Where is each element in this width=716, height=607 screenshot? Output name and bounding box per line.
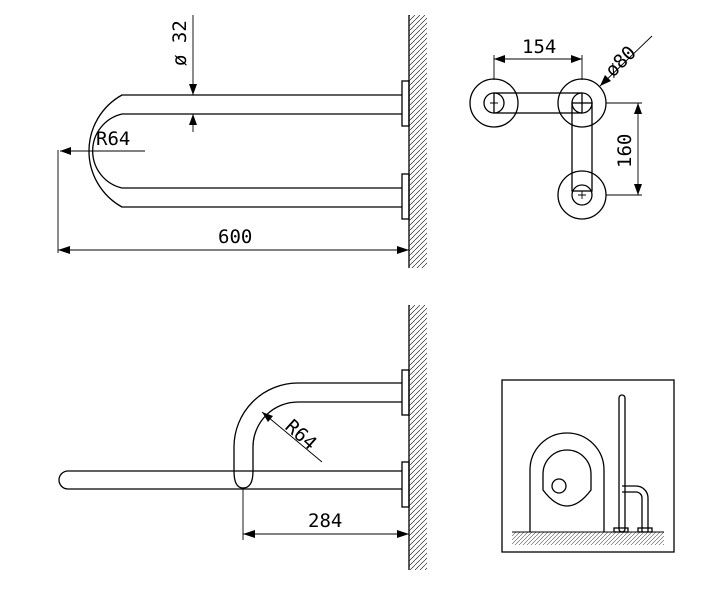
dim-flange-spacing-v-label: 160 <box>614 134 636 168</box>
illustration-frame <box>501 379 675 553</box>
dim-flange-spacing-h-label: 154 <box>522 36 556 58</box>
arrow-icon <box>494 55 505 63</box>
vertical-grab-bar-icon <box>618 394 626 533</box>
arrow-icon <box>634 184 642 195</box>
leader-flange-diameter <box>599 35 653 87</box>
flange-hub-corner <box>571 92 593 114</box>
bar-vertical <box>571 102 593 192</box>
arrow-icon <box>397 246 409 254</box>
arrow-icon <box>189 114 197 125</box>
bar-horizontal <box>493 92 583 114</box>
flange-lower-l <box>401 461 410 508</box>
arrow-icon <box>243 530 255 538</box>
bent-arm-inner <box>252 401 402 471</box>
bent-arm-outer <box>233 382 402 471</box>
floor-flange-left <box>613 527 629 533</box>
installation-illustration <box>501 379 675 553</box>
l-grab-bar-inner <box>622 491 643 532</box>
l-bar-view: R64 284 <box>58 305 427 570</box>
flange-hub-bottom <box>571 184 593 206</box>
urinal-bowl <box>542 449 592 507</box>
dim-arm-length-label: 284 <box>308 510 342 532</box>
floor-flange-right <box>637 527 653 533</box>
u-bar-view: ø 32 R64 600 <box>57 15 427 268</box>
l-grab-bar-outer <box>622 485 649 532</box>
bent-arm-tip <box>233 470 254 489</box>
dim-radius-top-label: R64 <box>96 128 130 150</box>
floor-hatch <box>512 532 664 545</box>
center-mark-icon <box>490 99 498 107</box>
long-horizontal-bar <box>58 470 402 490</box>
arrow-icon <box>262 412 273 422</box>
arrow-icon <box>58 246 70 254</box>
dim-flange-diameter-label: ø80 <box>601 42 641 82</box>
urinal-body <box>529 432 605 532</box>
dim-pipe-diameter-label: ø 32 <box>169 20 191 66</box>
center-mark-icon <box>578 99 586 107</box>
flange-hub-left <box>483 92 505 114</box>
flange-layout-view: 154 ø80 160 <box>469 35 653 220</box>
center-mark-icon <box>578 191 586 199</box>
flange-lower <box>401 173 410 220</box>
dim-overall-length-label: 600 <box>218 226 252 248</box>
leader-radius-bottom <box>261 411 323 463</box>
wall-hatch-bottom <box>409 305 427 570</box>
arrow-icon <box>397 530 409 538</box>
urinal-drain <box>551 478 567 494</box>
arrow-icon <box>600 75 611 86</box>
arrow-icon <box>634 103 642 114</box>
arrow-icon <box>60 147 71 155</box>
arrow-icon <box>571 55 582 63</box>
dim-radius-bottom-label: R64 <box>281 415 321 454</box>
flange-upper <box>401 80 410 127</box>
wall-hatch-top <box>409 15 427 268</box>
flange-upper-l <box>401 369 410 416</box>
arrow-icon <box>189 84 197 95</box>
